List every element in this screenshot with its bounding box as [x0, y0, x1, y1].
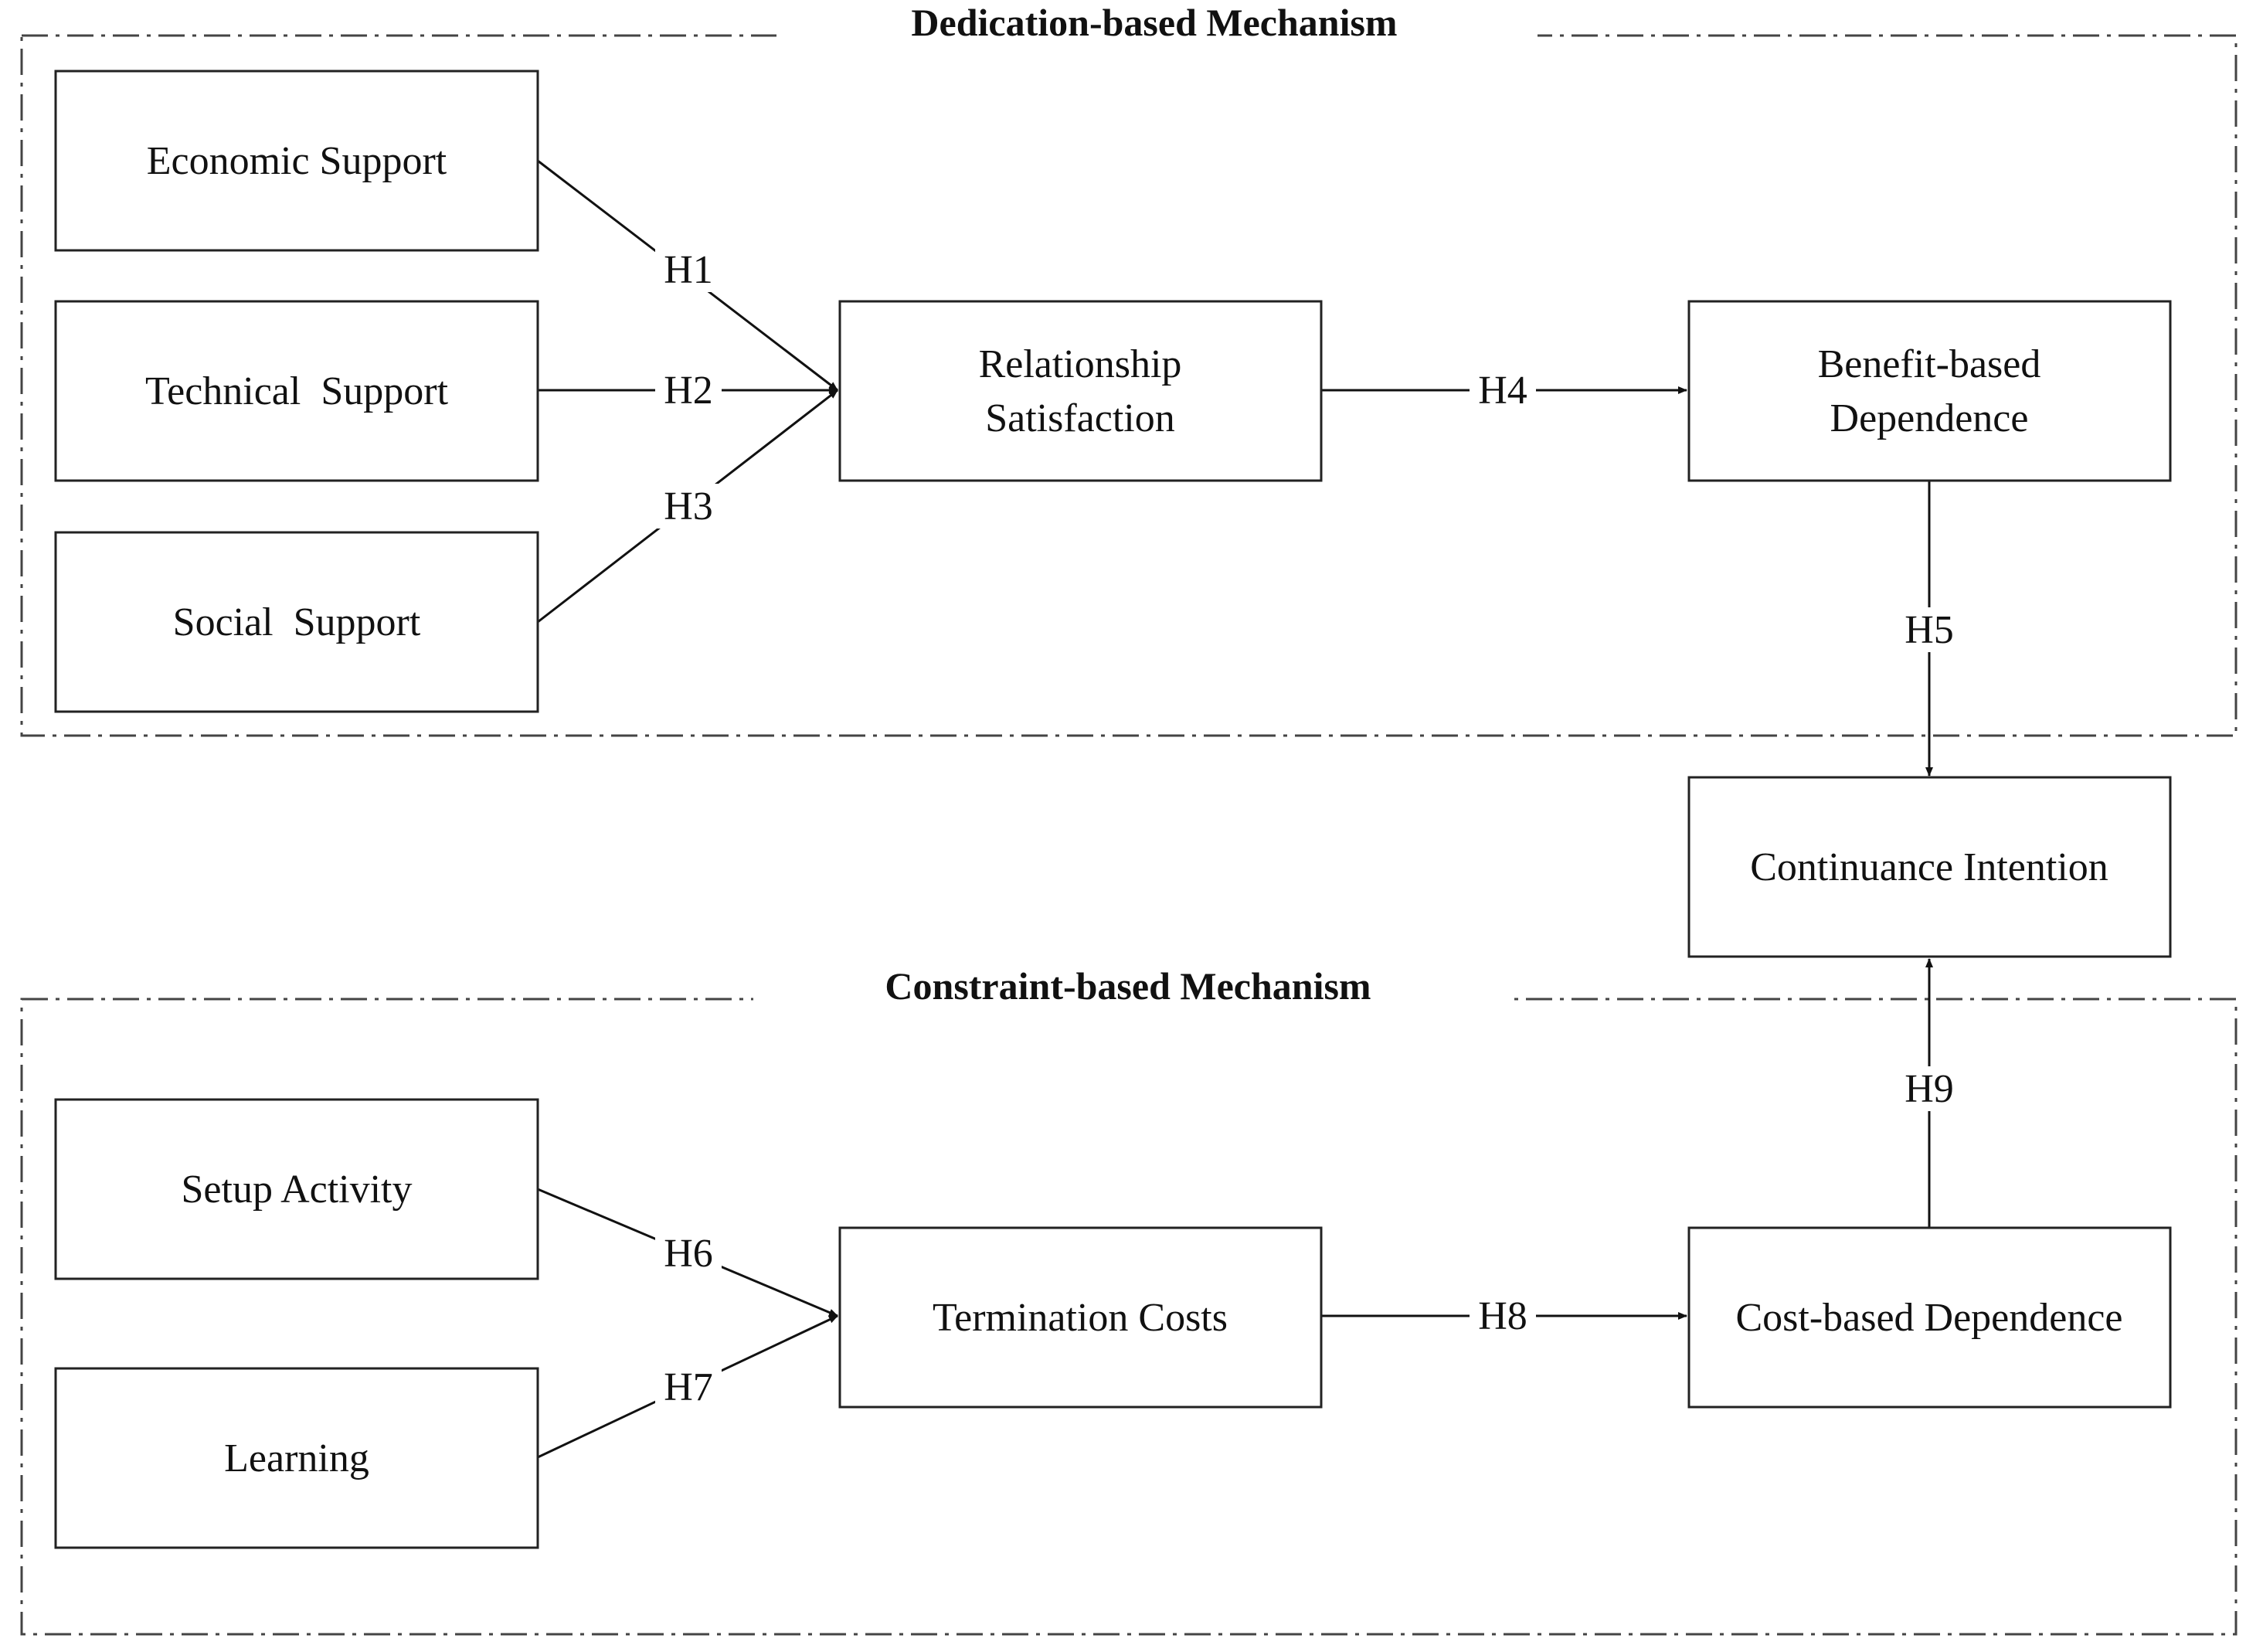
- learning-box: [54, 1367, 539, 1549]
- relationship-satisfaction-label-line1: Relationship: [979, 342, 1182, 386]
- setup-activity-box: [54, 1098, 539, 1280]
- edge-h5-label: H5: [1905, 608, 1954, 652]
- termination-costs-box: [838, 1226, 1323, 1409]
- node-social-support: Social Support: [54, 531, 539, 713]
- edge-h8-label: H8: [1478, 1294, 1527, 1338]
- termination-costs-label: Termination Costs: [933, 1296, 1228, 1340]
- edge-h3-label: H3: [664, 484, 713, 529]
- social-support-box: [54, 531, 539, 713]
- cost-based-dependence-box: [1687, 1226, 2172, 1409]
- relationship-satisfaction-label-line2: Satisfaction: [985, 396, 1175, 440]
- continuance-intention-label: Continuance Intention: [1750, 845, 2108, 889]
- edge-h4-label: H4: [1478, 369, 1527, 413]
- node-benefit-based-dependence: Benefit-based Dependence: [1687, 300, 2172, 482]
- node-learning: Learning: [54, 1367, 539, 1549]
- edge-h7-label: H7: [664, 1365, 713, 1409]
- node-termination-costs: Termination Costs: [838, 1226, 1323, 1409]
- node-cost-based-dependence: Cost-based Dependence: [1687, 1226, 2172, 1409]
- benefit-based-dependence-label-line2: Dependence: [1830, 396, 2029, 440]
- social-support-label: Social Support: [173, 600, 421, 644]
- edge-labels: H1 H2 H3 H4 H5 H6 H7 H8 H9: [655, 247, 1962, 1409]
- dedication-mechanism-title: Dedication-based Mechanism: [911, 1, 1397, 44]
- relationship-satisfaction-box: [838, 300, 1323, 482]
- economic-support-box: [54, 70, 539, 252]
- constraint-mechanism-group: Constraint-based Mechanism: [20, 964, 2238, 1636]
- node-continuance-intention: Continuance Intention: [1687, 776, 2172, 958]
- node-technical-support: Technical Support: [54, 300, 539, 482]
- node-setup-activity: Setup Activity: [54, 1098, 539, 1280]
- constraint-mechanism-title: Constraint-based Mechanism: [885, 964, 1371, 1008]
- benefit-based-dependence-label-line1: Benefit-based: [1818, 342, 2041, 386]
- learning-label: Learning: [224, 1436, 369, 1480]
- edge-h9-label: H9: [1905, 1067, 1954, 1111]
- benefit-based-dependence-box: [1687, 300, 2172, 482]
- node-relationship-satisfaction: Relationship Satisfaction: [838, 300, 1323, 482]
- node-economic-support: Economic Support: [54, 70, 539, 252]
- setup-activity-label: Setup Activity: [182, 1168, 413, 1212]
- edge-h6-label: H6: [664, 1232, 713, 1276]
- cost-based-dependence-label: Cost-based Dependence: [1735, 1296, 2122, 1340]
- edge-h1-label: H1: [664, 248, 713, 292]
- technical-support-label: Technical Support: [145, 369, 449, 413]
- technical-support-box: [54, 300, 539, 482]
- economic-support-label: Economic Support: [147, 139, 447, 183]
- continuance-intention-box: [1687, 776, 2172, 958]
- dedication-mechanism-group: Dedication-based Mechanism: [20, 1, 2238, 737]
- edge-h2-label: H2: [664, 369, 713, 413]
